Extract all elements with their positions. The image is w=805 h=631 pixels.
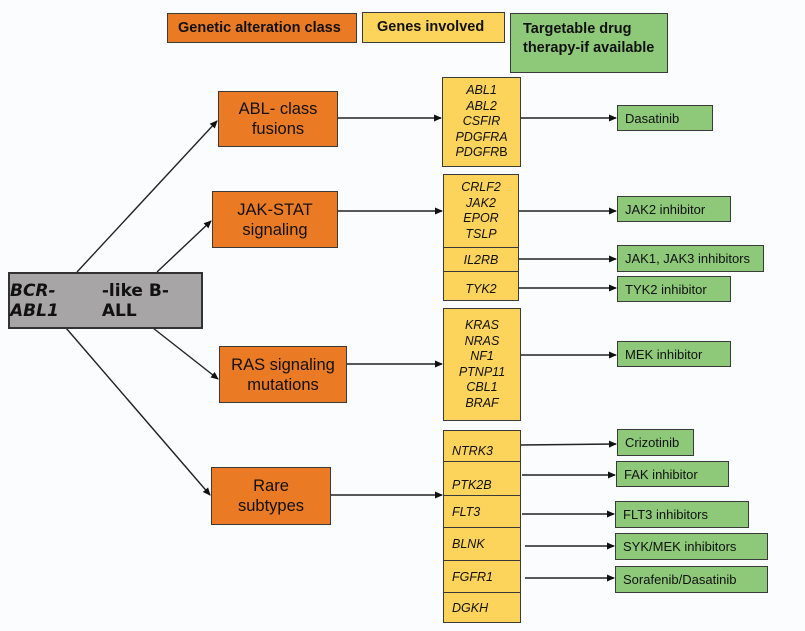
gene: CBL1	[466, 380, 498, 394]
gene: EPOR	[463, 211, 499, 225]
drug-label: FAK inhibitor	[624, 466, 698, 482]
gene-cell-dgkh: DGKH	[444, 592, 520, 622]
class-jak-stat-signaling: JAK-STAT signaling	[212, 191, 338, 248]
class-label: JAK-STAT signaling	[237, 200, 313, 239]
genes-jak-stat: CRLF2 JAK2 EPOR TSLP IL2RB TYK2	[443, 174, 519, 301]
legend-genes-label: Genes involved	[377, 19, 485, 35]
class-label: Rare subtypes	[237, 477, 305, 515]
legend-targetable-drug: Targetable drug therapy-if available	[510, 13, 668, 73]
arrow-root-to-ras	[152, 327, 219, 380]
gene-cell-blnk: BLNK	[444, 527, 520, 560]
class-label: ABL- class fusions	[238, 100, 318, 138]
arrow-ntrk3-to-crizotinib	[519, 440, 617, 448]
drug-label: JAK2 inhibitor	[625, 201, 706, 217]
gene: NTRK3	[452, 444, 493, 458]
gene: ABL1	[466, 83, 497, 98]
drug-syk-mek-inhibitors: SYK/MEK inhibitors	[615, 533, 768, 560]
gene-group-tyk2: TYK2	[444, 271, 518, 299]
root-italic-part: BCR-ABL1	[10, 280, 59, 321]
drug-label: MEK inhibitor	[625, 346, 703, 362]
legend-genes-involved: Genes involved	[362, 12, 505, 43]
genes-rare: NTRK3 PTK2B FLT3 BLNK FGFR1 DGKH	[443, 430, 521, 623]
gene: FGFR1	[452, 569, 493, 584]
gene: ABL2	[466, 98, 497, 113]
gene: BRAF	[465, 395, 499, 410]
gene: IL2RB	[463, 253, 499, 268]
genes-abl-class: ABL1 ABL2 CSFIR PDGFRA PDGFRB	[442, 77, 521, 167]
drug-crizotinib: Crizotinib	[617, 429, 694, 456]
drug-label: Crizotinib	[625, 435, 680, 450]
class-abl-fusions: ABL- class fusions	[218, 91, 338, 147]
gene: JAK2	[466, 195, 496, 210]
root-rest: -like B-ALL	[101, 280, 169, 321]
gene: PDGFRB	[455, 145, 508, 160]
drug-label: SYK/MEK inhibitors	[623, 539, 737, 554]
arrow-root-to-jak	[156, 220, 212, 273]
gene-cell-flt3: FLT3	[444, 495, 520, 527]
drug-fak-inhibitor: FAK inhibitor	[616, 461, 729, 487]
drug-label: TYK2 inhibitor	[625, 281, 707, 297]
genes-ras: KRAS NRAS NF1 PTNP11 CBL1 BRAF	[443, 308, 521, 421]
drug-label: JAK1, JAK3 inhibitors	[625, 251, 751, 266]
gene: BLNK	[452, 537, 485, 551]
drug-dasatinib: Dasatinib	[617, 105, 713, 131]
gene: NRAS	[464, 333, 500, 348]
gene: NF1	[470, 349, 494, 363]
gene: TYK2	[465, 281, 497, 296]
root-bcr-abl1-like-b-all: BCR-ABL1 -like B-ALL	[8, 272, 203, 329]
gene-group-jak2: CRLF2 JAK2 EPOR TSLP	[444, 175, 518, 247]
drug-label: FLT3 inhibitors	[623, 507, 709, 522]
legend-drug-label: Targetable drug therapy-if available	[523, 21, 655, 56]
drug-flt3-inhibitors: FLT3 inhibitors	[615, 501, 749, 528]
gene: DGKH	[452, 600, 489, 615]
gene-cell-ntrk3: NTRK3	[444, 431, 520, 461]
drug-label: Dasatinib	[625, 110, 680, 126]
drug-sorafenib-dasatinib: Sorafenib/Dasatinib	[615, 566, 768, 593]
gene: PTNP11	[458, 364, 506, 379]
drug-tyk2-inhibitor: TYK2 inhibitor	[617, 276, 731, 302]
gene: KRAS	[464, 318, 500, 332]
drug-jak1-jak3-inhibitors: JAK1, JAK3 inhibitors	[617, 245, 764, 272]
gene-cell-ptk2b: PTK2B	[444, 461, 520, 495]
drug-mek-inhibitor: MEK inhibitor	[617, 341, 731, 367]
gene: CSFIR	[462, 114, 501, 129]
drug-jak2-inhibitor: JAK2 inhibitor	[617, 196, 731, 222]
drug-label: Sorafenib/Dasatinib	[623, 572, 737, 587]
arrow-root-to-rare	[65, 327, 211, 496]
legend-genetic-alteration-class: Genetic alteration class	[167, 13, 357, 43]
legend-class-label: Genetic alteration class	[178, 20, 341, 36]
gene: TSLP	[465, 226, 497, 241]
gene: CRLF2	[461, 180, 501, 194]
gene: PTK2B	[452, 478, 492, 492]
class-rare-subtypes: Rare subtypes	[211, 467, 331, 525]
gene-group-il2rb: IL2RB	[444, 247, 518, 271]
gene-cell-fgfr1: FGFR1	[444, 560, 520, 592]
gene: FLT3	[452, 504, 481, 519]
gene: PDGFRA	[455, 129, 508, 144]
class-label: RAS signaling mutations	[231, 355, 335, 394]
arrow-root-to-abl	[76, 120, 218, 273]
class-ras-signaling-mutations: RAS signaling mutations	[219, 346, 347, 403]
